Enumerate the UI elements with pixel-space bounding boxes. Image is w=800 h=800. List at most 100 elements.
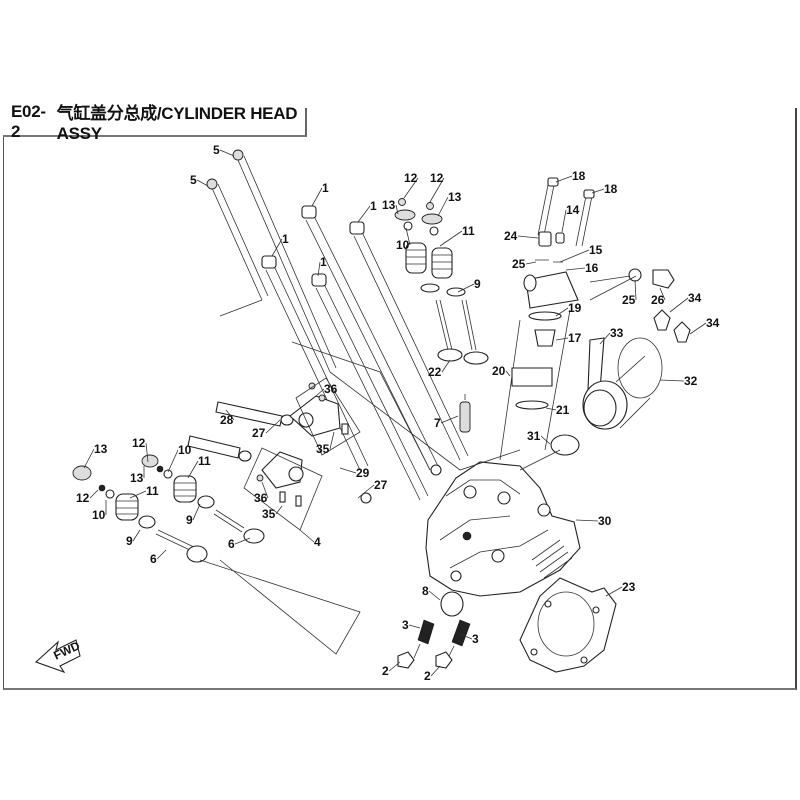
- callout-number: 1: [370, 199, 377, 213]
- leader-line: [545, 407, 557, 411]
- callout-part-13: 13: [83, 442, 108, 469]
- leader-line: [275, 505, 283, 515]
- callout-part-1: 1: [311, 181, 329, 207]
- callout-part-7: 7: [434, 415, 459, 430]
- leader-line: [555, 307, 569, 317]
- leader-line: [265, 419, 281, 434]
- callout-part-26: 26: [651, 287, 666, 307]
- callout-part-36: 36: [315, 382, 338, 397]
- leader-line: [525, 261, 537, 265]
- callout-number: 12: [76, 491, 90, 505]
- callout-part-31: 31: [527, 429, 551, 445]
- callout-part-27: 27: [357, 478, 388, 499]
- callout-part-9: 9: [126, 529, 141, 548]
- leader-line: [225, 409, 235, 421]
- callout-part-22: 22: [428, 359, 451, 379]
- callout-part-11: 11: [129, 484, 159, 499]
- callout-part-3: 3: [402, 618, 421, 632]
- leader-line: [395, 204, 399, 215]
- callout-part-23: 23: [605, 580, 636, 597]
- leader-line: [659, 287, 666, 301]
- callout-number: 18: [572, 169, 586, 183]
- valve-assembly-lower-right: [141, 454, 265, 544]
- callout-part-15: 15: [559, 243, 603, 263]
- callout-number: 10: [178, 443, 192, 457]
- head-bolt-1b: [349, 221, 469, 461]
- leader-line: [156, 549, 167, 560]
- callout-number: 25: [622, 293, 636, 307]
- leader-line: [299, 529, 315, 543]
- temp-sensor: [628, 268, 675, 289]
- o-ring-27a: [430, 464, 442, 476]
- leader-line: [234, 537, 251, 545]
- cylinder-head: [425, 461, 581, 597]
- callout-number: 27: [252, 426, 266, 440]
- callout-number: 22: [428, 365, 442, 379]
- callout-part-25: 25: [512, 257, 537, 271]
- callout-number: 9: [126, 534, 133, 548]
- head-gasket: [519, 577, 617, 673]
- leader-line: [591, 188, 605, 194]
- leader-line: [132, 529, 141, 542]
- leader-line: [129, 490, 147, 499]
- callout-number: 11: [198, 454, 211, 468]
- leader-line: [659, 379, 685, 382]
- callout-number: 6: [150, 552, 157, 566]
- callout-number: 10: [396, 238, 410, 252]
- leader-line: [357, 205, 371, 223]
- callout-number: 1: [322, 181, 329, 195]
- callout-number: 1: [320, 255, 327, 269]
- callout-number: 32: [684, 374, 698, 388]
- callout-number: 12: [132, 436, 146, 450]
- callout-number: 5: [190, 173, 197, 187]
- callout-part-13: 13: [130, 466, 145, 485]
- callout-number: 8: [422, 584, 429, 598]
- callout-part-1: 1: [357, 199, 377, 223]
- callout-number: 31: [527, 429, 541, 443]
- leader-line: [540, 435, 551, 445]
- callout-number: 35: [316, 442, 330, 456]
- callout-part-2: 2: [424, 665, 441, 683]
- fwd-arrow-icon: FWD: [34, 638, 82, 674]
- callout-part-6: 6: [150, 549, 167, 566]
- leader-line: [192, 503, 201, 521]
- callout-part-8: 8: [422, 584, 441, 601]
- callout-part-18: 18: [555, 169, 586, 183]
- callout-number: 29: [356, 466, 370, 480]
- leader-line: [555, 337, 569, 341]
- callout-number: 21: [556, 403, 570, 417]
- callout-number: 3: [402, 618, 409, 632]
- leader-line: [561, 209, 567, 233]
- leader-line: [599, 332, 611, 345]
- water-outlet-assembly: [499, 177, 595, 461]
- callout-number: 15: [589, 243, 603, 257]
- callout-number: 30: [598, 514, 612, 528]
- leader-line: [89, 489, 99, 499]
- leader-line: [575, 519, 599, 522]
- callout-number: 36: [324, 382, 338, 396]
- callout-number: 12: [430, 171, 444, 185]
- leader-line: [315, 388, 325, 397]
- callout-part-13: 13: [382, 198, 399, 215]
- head-bolt-long-2: [206, 178, 269, 301]
- leader-line: [196, 179, 209, 187]
- leader-line: [555, 175, 573, 183]
- leader-line: [505, 370, 511, 377]
- callout-number: 19: [568, 301, 582, 315]
- leader-line: [261, 481, 269, 499]
- callout-number: 1: [282, 232, 289, 246]
- diagram-code: E02-2: [11, 101, 46, 141]
- rocker-group-outline-29: [295, 377, 361, 456]
- leader-line: [634, 279, 637, 301]
- callout-number: 35: [262, 507, 276, 521]
- rocker-shaft-28: [187, 401, 294, 462]
- head-bolt-1c: [261, 255, 369, 471]
- callout-part-25: 25: [622, 279, 637, 307]
- callout-part-24: 24: [504, 229, 539, 243]
- callout-part-3: 3: [459, 632, 479, 646]
- leader-line: [517, 235, 539, 239]
- callout-number: 11: [462, 224, 475, 238]
- leader-line: [408, 624, 421, 629]
- leader-line: [311, 187, 323, 207]
